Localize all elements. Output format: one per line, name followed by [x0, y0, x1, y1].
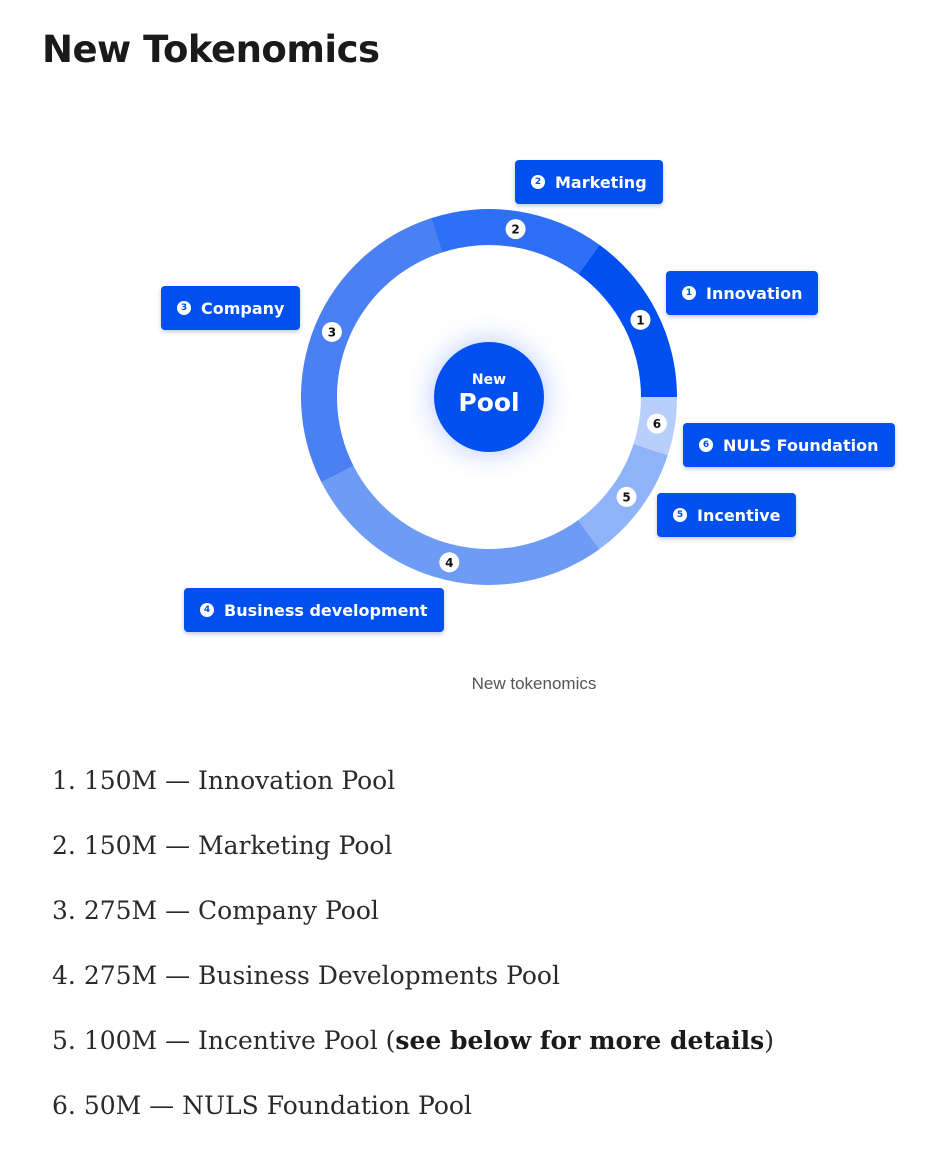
slice-number-label: 4 [445, 556, 453, 570]
list-item: 1. 150M — Innovation Pool [52, 760, 774, 825]
list-text: 150M — Marketing Pool [83, 831, 393, 860]
legend-tag-nuls-foundation: 6 NULS Foundation [683, 423, 895, 467]
list-item: 5. 100M — Incentive Pool (see below for … [52, 1020, 774, 1085]
slice-number-badge [321, 321, 342, 342]
pool-list: 1. 150M — Innovation Pool 2. 150M — Mark… [52, 760, 774, 1150]
legend-tag-marketing: 2 Marketing [515, 160, 663, 204]
list-number: 1. [52, 766, 76, 795]
donut-slice-3 [301, 218, 443, 483]
legend-label: NULS Foundation [723, 435, 879, 455]
list-text: 275M — Business Developments Pool [83, 961, 560, 990]
donut-slice-1 [578, 244, 677, 397]
slice-number-label: 3 [328, 325, 336, 339]
list-text-suffix: ) [764, 1026, 774, 1055]
legend-number-dot: 1 [682, 286, 696, 300]
legend-label: Marketing [555, 172, 647, 192]
slice-number-badge [439, 552, 460, 573]
legend-label: Innovation [706, 283, 803, 303]
list-number: 3. [52, 896, 76, 925]
page-title: New Tokenomics [42, 28, 380, 71]
list-text: 150M — Innovation Pool [83, 766, 396, 795]
list-text: 275M — Company Pool [83, 896, 379, 925]
center-label-small: New [471, 372, 507, 388]
slice-number-badge [505, 219, 526, 240]
list-item: 4. 275M — Business Developments Pool [52, 955, 774, 1020]
slice-number-badge [630, 309, 651, 330]
list-text: 100M — Incentive Pool ( [83, 1026, 396, 1055]
legend-number-dot: 4 [200, 603, 214, 617]
list-number: 5. [52, 1026, 76, 1055]
list-number: 2. [52, 831, 76, 860]
slice-number-label: 2 [511, 223, 519, 237]
list-number: 4. [52, 961, 76, 990]
list-text: 50M — NULS Foundation Pool [83, 1091, 472, 1120]
list-item: 6. 50M — NULS Foundation Pool [52, 1085, 774, 1150]
list-item: 3. 275M — Company Pool [52, 890, 774, 955]
legend-label: Business development [224, 600, 428, 620]
slice-number-label: 5 [622, 490, 630, 504]
donut-slice-4 [321, 466, 600, 585]
slice-number-label: 1 [636, 313, 644, 327]
slice-number-badge [646, 413, 667, 434]
legend-tag-company: 3 Company [161, 286, 301, 330]
legend-number-dot: 3 [177, 301, 191, 315]
donut-slice-2 [430, 209, 600, 275]
list-item: 2. 150M — Marketing Pool [52, 825, 774, 890]
center-label-big: Pool [458, 388, 520, 417]
legend-label: Incentive [697, 505, 781, 525]
list-number: 6. [52, 1091, 76, 1120]
list-text-bold-link[interactable]: see below for more details [395, 1026, 765, 1055]
slice-number-badge [616, 486, 637, 507]
legend-number-dot: 5 [673, 508, 687, 522]
legend-label: Company [201, 298, 285, 318]
tokenomics-chart: 1 2 3 4 5 6 New Pool 1 Innovation 2 Marketing… [0, 140, 940, 650]
legend-tag-innovation: 1 Innovation [666, 271, 819, 315]
chart-caption: New tokenomics [471, 674, 597, 693]
legend-number-dot: 2 [531, 175, 545, 189]
legend-tag-business-development: 4 Business development [184, 588, 444, 632]
donut-chart: 1 2 3 4 5 6 [301, 209, 677, 585]
slice-number-label: 6 [653, 417, 661, 431]
legend-number-dot: 6 [699, 438, 713, 452]
legend-tag-incentive: 5 Incentive [657, 493, 797, 537]
center-pool-badge: New Pool [434, 342, 544, 452]
